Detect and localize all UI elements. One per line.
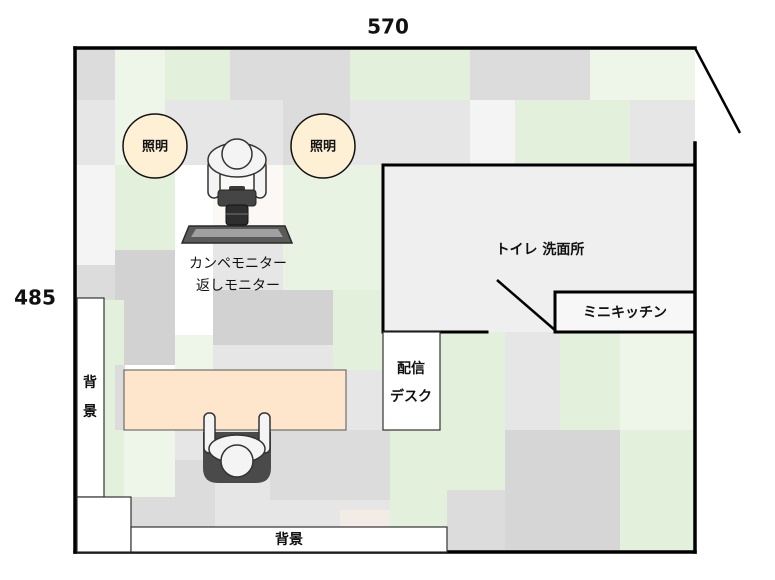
- floor-tile: [390, 430, 447, 527]
- floor-tile: [283, 165, 383, 290]
- monitor-label-line2: 返しモニター: [196, 278, 280, 294]
- operator-head: [221, 138, 253, 170]
- camera-icon: [217, 186, 257, 226]
- floor-tile: [560, 332, 620, 430]
- monitor-label-line1: カンペモニター: [189, 256, 287, 272]
- light-fixture-right: [290, 113, 356, 179]
- floor-tile: [213, 290, 333, 345]
- floor-tile: [104, 300, 124, 500]
- light-label-left: 照明: [142, 140, 168, 155]
- floor-tile: [333, 290, 383, 370]
- floor-tile: [115, 250, 175, 365]
- dimension-width-label: 570: [367, 15, 409, 39]
- stream-desk-label-line2: デスク: [390, 388, 432, 405]
- camera-body: [217, 189, 257, 207]
- floor-tile: [620, 430, 695, 552]
- kitchen-label: ミニキッチン: [583, 305, 667, 321]
- bathroom-label: トイレ 洗面所: [496, 241, 585, 258]
- floor-tile: [350, 100, 470, 165]
- floor-tile: [470, 100, 515, 165]
- streamer-head: [220, 444, 254, 478]
- floor-tile: [270, 430, 390, 500]
- backdrop-corner: [76, 496, 132, 553]
- floor-tile: [75, 165, 115, 265]
- bathroom-door-swing: [496, 279, 557, 332]
- floor-tile: [165, 48, 230, 100]
- monitor-screen: [191, 229, 283, 237]
- floor-tile: [505, 430, 620, 552]
- floor-tile: [440, 332, 505, 490]
- floor-tile: [124, 430, 175, 500]
- light-label-right: 照明: [310, 140, 336, 155]
- floor-tile: [213, 345, 333, 370]
- entrance-door-swing: [693, 47, 742, 134]
- floor-pattern: [75, 48, 695, 552]
- streamer-figure: [203, 412, 271, 478]
- floor-tile: [620, 332, 695, 430]
- floor-tile: [115, 365, 125, 430]
- floor-tile: [175, 335, 213, 370]
- camera-operator-figure: [207, 138, 267, 199]
- floor-tile: [346, 370, 383, 430]
- floor-tile: [115, 48, 165, 100]
- floor-tile: [470, 48, 590, 100]
- light-fixture-left: [122, 113, 188, 179]
- floor-tile: [515, 100, 630, 165]
- floor-tile: [131, 497, 175, 527]
- floor-tile: [350, 48, 470, 100]
- floor-tile: [505, 332, 560, 430]
- backdrop-left-label-1: 背: [83, 374, 97, 391]
- backdrop-left-label-2: 景: [83, 404, 97, 420]
- floor-tile: [447, 490, 505, 552]
- floor-tile: [115, 165, 175, 250]
- floor-tile: [75, 100, 115, 165]
- floor-tile: [230, 48, 350, 100]
- floor-tile: [630, 100, 695, 165]
- camera-lens: [225, 204, 249, 226]
- backdrop-bottom-label: 背景: [275, 531, 303, 548]
- stream-desk-label-line1: 配信: [397, 360, 425, 377]
- main-desk: [123, 369, 347, 431]
- floor-tile: [340, 510, 400, 527]
- backdrop-bottom: [130, 526, 448, 553]
- monitor-icon: [180, 225, 294, 244]
- floor-tile: [75, 265, 115, 300]
- dimension-height-label: 485: [14, 286, 56, 310]
- filming-area-column: [175, 165, 213, 335]
- floor-tile: [590, 48, 695, 100]
- floor-tile: [75, 48, 115, 100]
- backdrop-left: [76, 297, 105, 498]
- stream-desk: [382, 331, 441, 431]
- mini-kitchen-area: [555, 292, 695, 332]
